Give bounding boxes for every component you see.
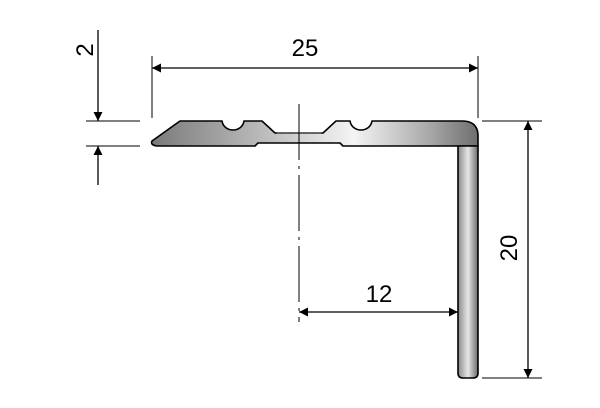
thickness-dimension: 2 xyxy=(72,30,140,185)
offset-dimension-label: 12 xyxy=(366,281,393,308)
stair-nosing-profile xyxy=(150,120,479,379)
centerline-offset-dimension: 12 xyxy=(299,281,458,317)
thickness-dimension-label: 2 xyxy=(72,43,99,56)
width-dimension-label: 25 xyxy=(292,35,319,62)
leg-height-dimension: 20 xyxy=(482,120,542,379)
height-dimension-label: 20 xyxy=(496,235,523,262)
overall-width-dimension: 25 xyxy=(151,35,479,118)
profile-leg xyxy=(457,145,479,379)
